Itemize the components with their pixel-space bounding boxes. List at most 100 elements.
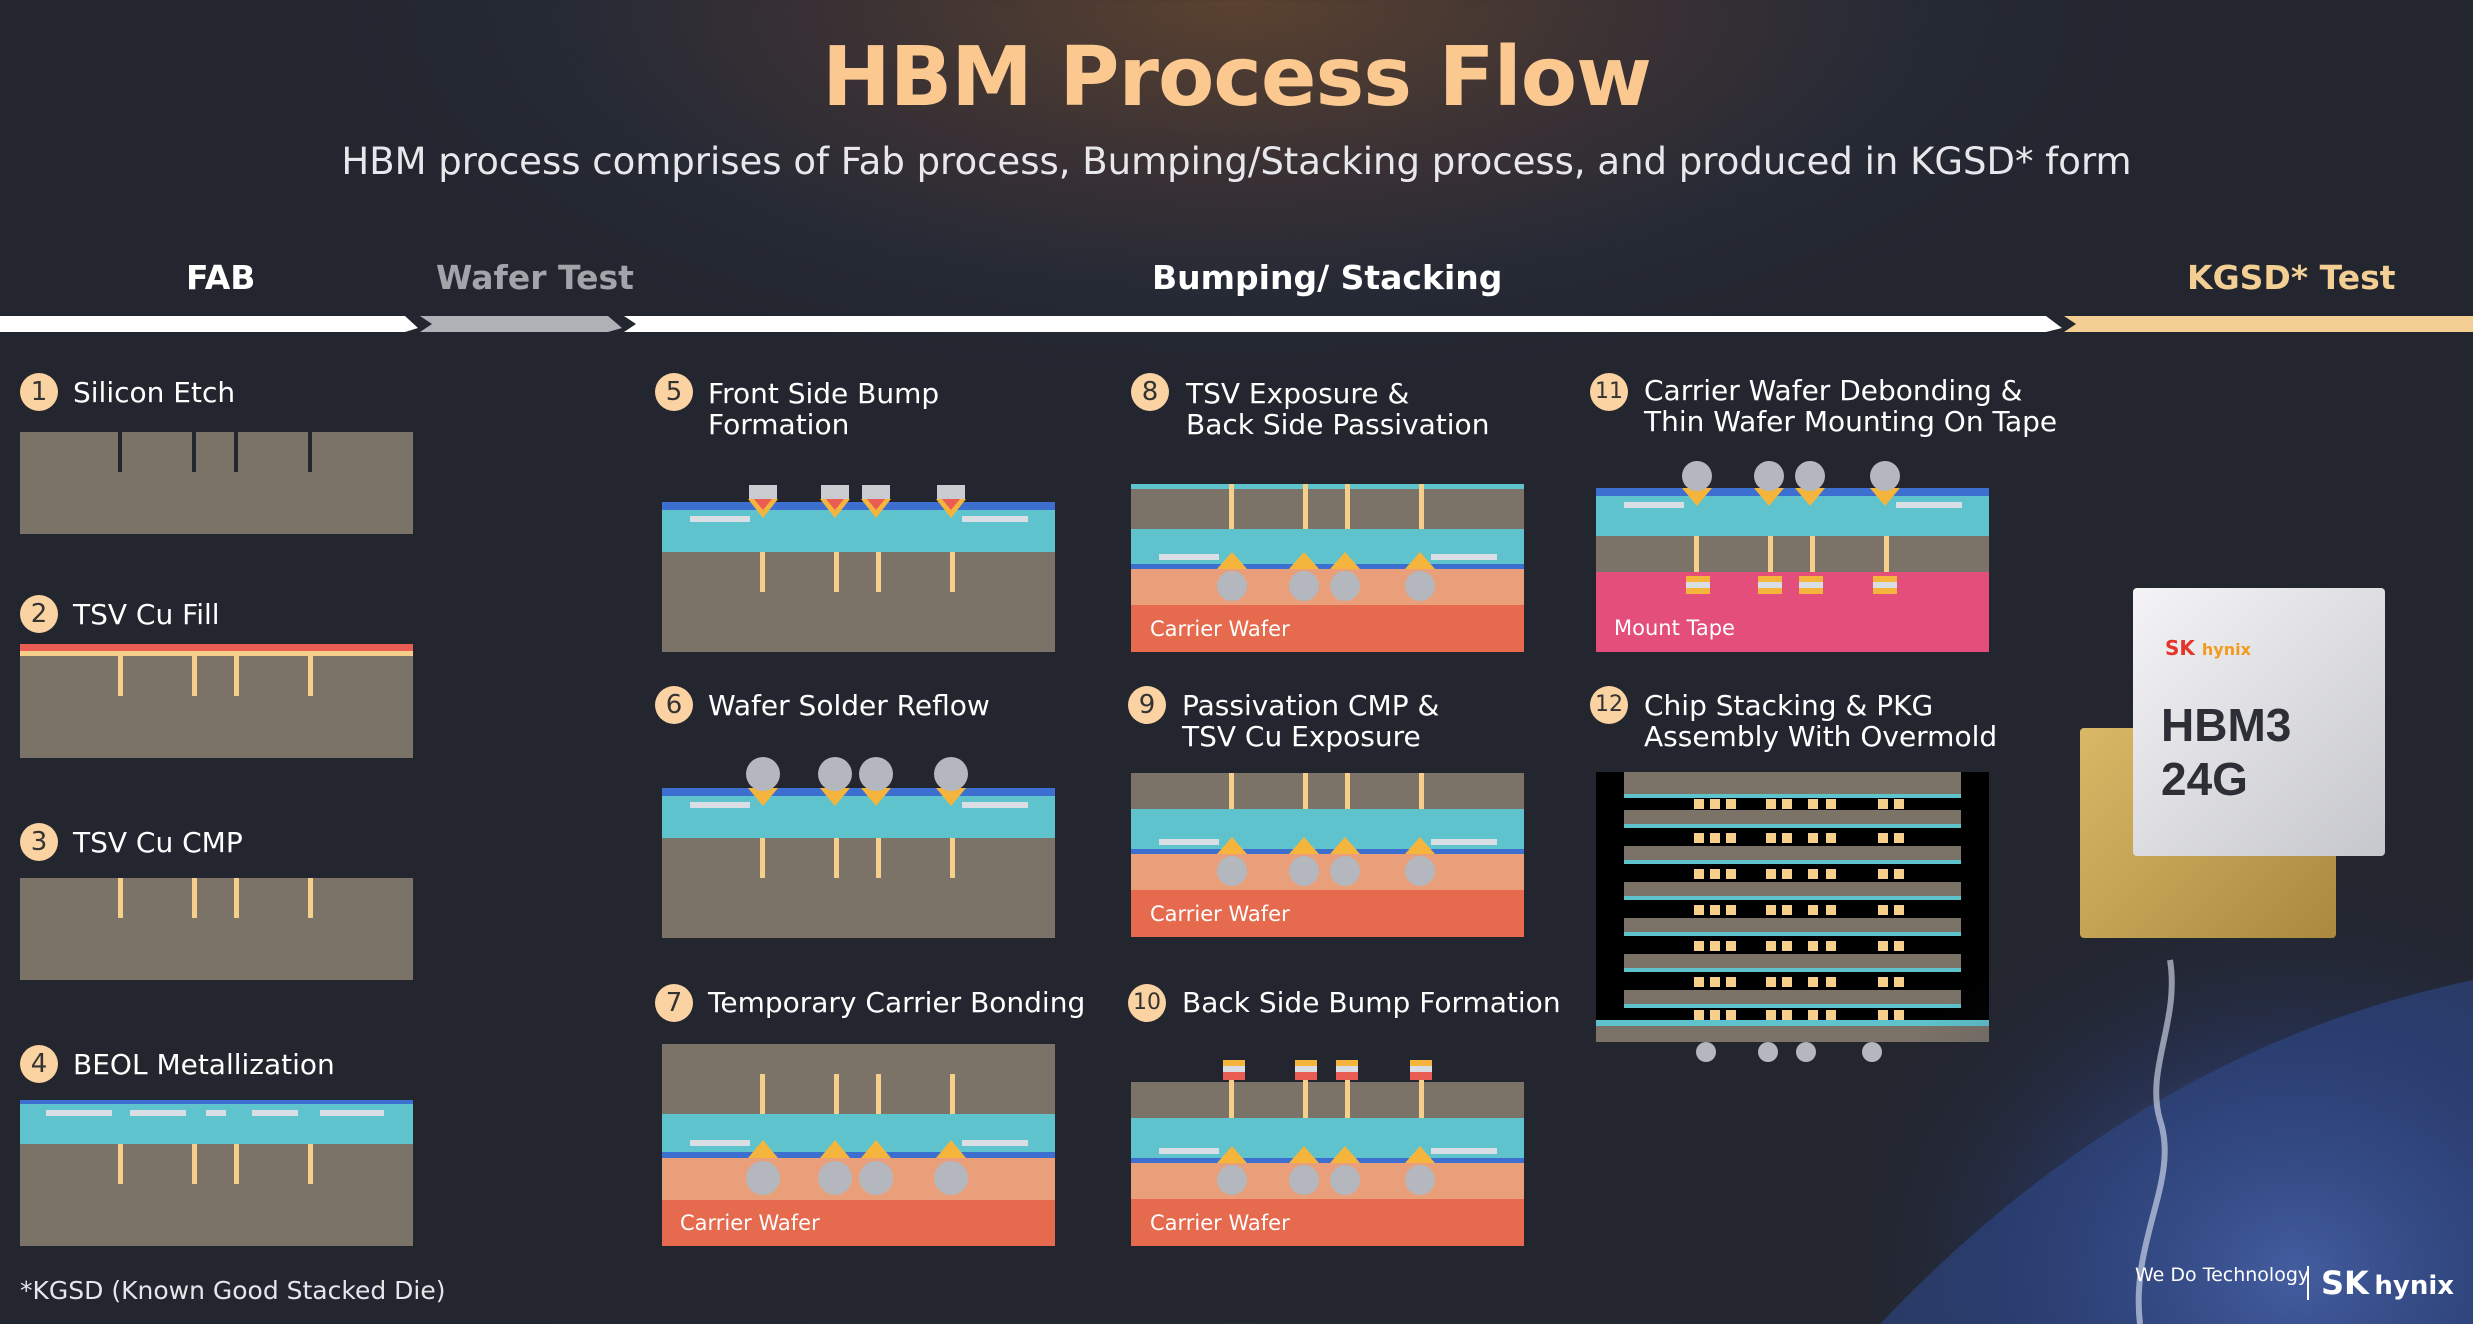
- step-8-label-line1: TSV Exposure &: [1186, 377, 1410, 410]
- metal-pad: [1431, 839, 1497, 845]
- tsv-cu: [1419, 1080, 1424, 1118]
- solder-ball: [1330, 552, 1360, 601]
- metal-pad: [252, 1110, 298, 1116]
- beol-layer: [662, 1114, 1055, 1158]
- product-name: HBM3 24G: [2161, 699, 2292, 805]
- step-7-label: Temporary Carrier Bonding: [708, 986, 1086, 1019]
- step-6-diagram: [662, 757, 1055, 938]
- solder-ball: [1330, 1146, 1360, 1195]
- back-side-bump: [1410, 1060, 1432, 1080]
- step-9-carrier-label: Carrier Wafer: [1150, 902, 1290, 926]
- beol-layer: [1131, 809, 1524, 853]
- solder-ball: [1405, 1146, 1435, 1195]
- silicon-layer: [1596, 536, 1989, 572]
- step-5-label: Front Side Bump Formation: [708, 378, 939, 440]
- tsv-cu: [1229, 484, 1234, 529]
- footer-divider: [2307, 1266, 2309, 1300]
- solder-ball: [1795, 461, 1825, 506]
- back-side-bump: [1223, 1060, 1245, 1080]
- silicon-layer: [662, 1044, 1055, 1114]
- metal-pad: [962, 516, 1028, 522]
- silicon-layer: [1131, 1082, 1524, 1118]
- back-side-bump: [1873, 576, 1897, 594]
- cu-overburden: [20, 644, 413, 651]
- solder-ball: [934, 757, 968, 806]
- step-8-label: TSV Exposure & Back Side Passivation: [1186, 378, 1489, 440]
- silicon-layer: [20, 1144, 413, 1246]
- solder-ball: [859, 1140, 893, 1195]
- etch-trench: [192, 432, 196, 472]
- solder-ball: [859, 757, 893, 806]
- phase-bumping-stacking: Bumping/ Stacking: [1152, 258, 1503, 297]
- footer-logo-sk: SK: [2321, 1264, 2369, 1302]
- solder-ball: [1870, 461, 1900, 506]
- hbm-product: SK hynix HBM3 24G: [2080, 588, 2473, 954]
- solder-ball: [818, 757, 852, 806]
- tsv-cu: [1884, 536, 1889, 572]
- step-8-diagram: [1131, 484, 1524, 652]
- tsv-cu: [1303, 1080, 1308, 1118]
- solder-ball: [1405, 552, 1435, 601]
- etch-trench: [234, 432, 238, 472]
- step-12-label-line2: Assembly With Overmold: [1644, 720, 1998, 753]
- tsv-cu: [1345, 773, 1350, 809]
- metal-top: [20, 1100, 413, 1104]
- step-2-label: TSV Cu Fill: [73, 598, 220, 631]
- carrier-wafer: [662, 1200, 1055, 1246]
- stacked-die: [1624, 954, 1961, 972]
- metal-pad: [962, 802, 1028, 808]
- tsv-cu: [308, 1144, 313, 1184]
- passivation: [1131, 564, 1524, 569]
- tsv-cu: [760, 552, 765, 592]
- solder-ball: [1289, 837, 1319, 886]
- solder-ball: [1289, 552, 1319, 601]
- solder-ball: [818, 1140, 852, 1195]
- solder-ball: [934, 1140, 968, 1195]
- tsv-cu: [308, 878, 313, 918]
- step-10-diagram: [1131, 1060, 1524, 1246]
- step-11-label: Carrier Wafer Debonding & Thin Wafer Mou…: [1644, 375, 2057, 437]
- tsv-cu: [760, 1074, 765, 1114]
- etch-trench: [308, 432, 312, 472]
- solder-ball: [1217, 552, 1247, 601]
- planet-horizon: [1880, 980, 2473, 1324]
- tsv-cu: [1694, 536, 1699, 572]
- tsv-cu: [950, 1074, 955, 1114]
- tsv-cu: [1345, 484, 1350, 529]
- tsv-cu: [760, 838, 765, 878]
- silicon-layer: [1131, 773, 1524, 809]
- solder-ball: [1289, 1146, 1319, 1195]
- passivation: [1131, 849, 1524, 854]
- carrier-wafer: [1131, 890, 1524, 937]
- footer-logo-hynix: hynix: [2374, 1271, 2455, 1301]
- phase-fab: FAB: [186, 258, 256, 297]
- metal-pad: [962, 1140, 1028, 1146]
- tsv-cu: [1303, 484, 1308, 529]
- solder-ball: [1330, 837, 1360, 886]
- step-3-label: TSV Cu CMP: [73, 826, 243, 859]
- passivation: [1131, 484, 1524, 489]
- base-die-beol: [1596, 1020, 1989, 1026]
- solder-ball: [1217, 1146, 1247, 1195]
- silicon-layer: [662, 838, 1055, 938]
- tsv-cu: [1303, 773, 1308, 809]
- metal-pad: [1624, 502, 1684, 508]
- passivation: [662, 788, 1055, 796]
- back-side-bump: [1799, 576, 1823, 594]
- step-12-label: Chip Stacking & PKG Assembly With Overmo…: [1644, 690, 1997, 752]
- step-8-number: 8: [1131, 373, 1169, 411]
- metal-pad: [1159, 554, 1219, 560]
- step-1-diagram: [20, 432, 413, 534]
- step-5-diagram: [662, 485, 1055, 652]
- wafer-test-arrow: [420, 316, 622, 332]
- tsv-cu: [234, 656, 239, 696]
- step-12-label-line1: Chip Stacking & PKG: [1644, 689, 1934, 722]
- tsv-cu: [876, 552, 881, 592]
- passivation: [662, 1152, 1055, 1158]
- step-11-tape-label: Mount Tape: [1614, 616, 1735, 640]
- chip-logo-hynix: hynix: [2201, 640, 2251, 659]
- passivation: [662, 502, 1055, 510]
- silicon-layer: [1131, 489, 1524, 529]
- metal-pad: [1431, 1148, 1497, 1154]
- step-2-diagram: [20, 644, 413, 758]
